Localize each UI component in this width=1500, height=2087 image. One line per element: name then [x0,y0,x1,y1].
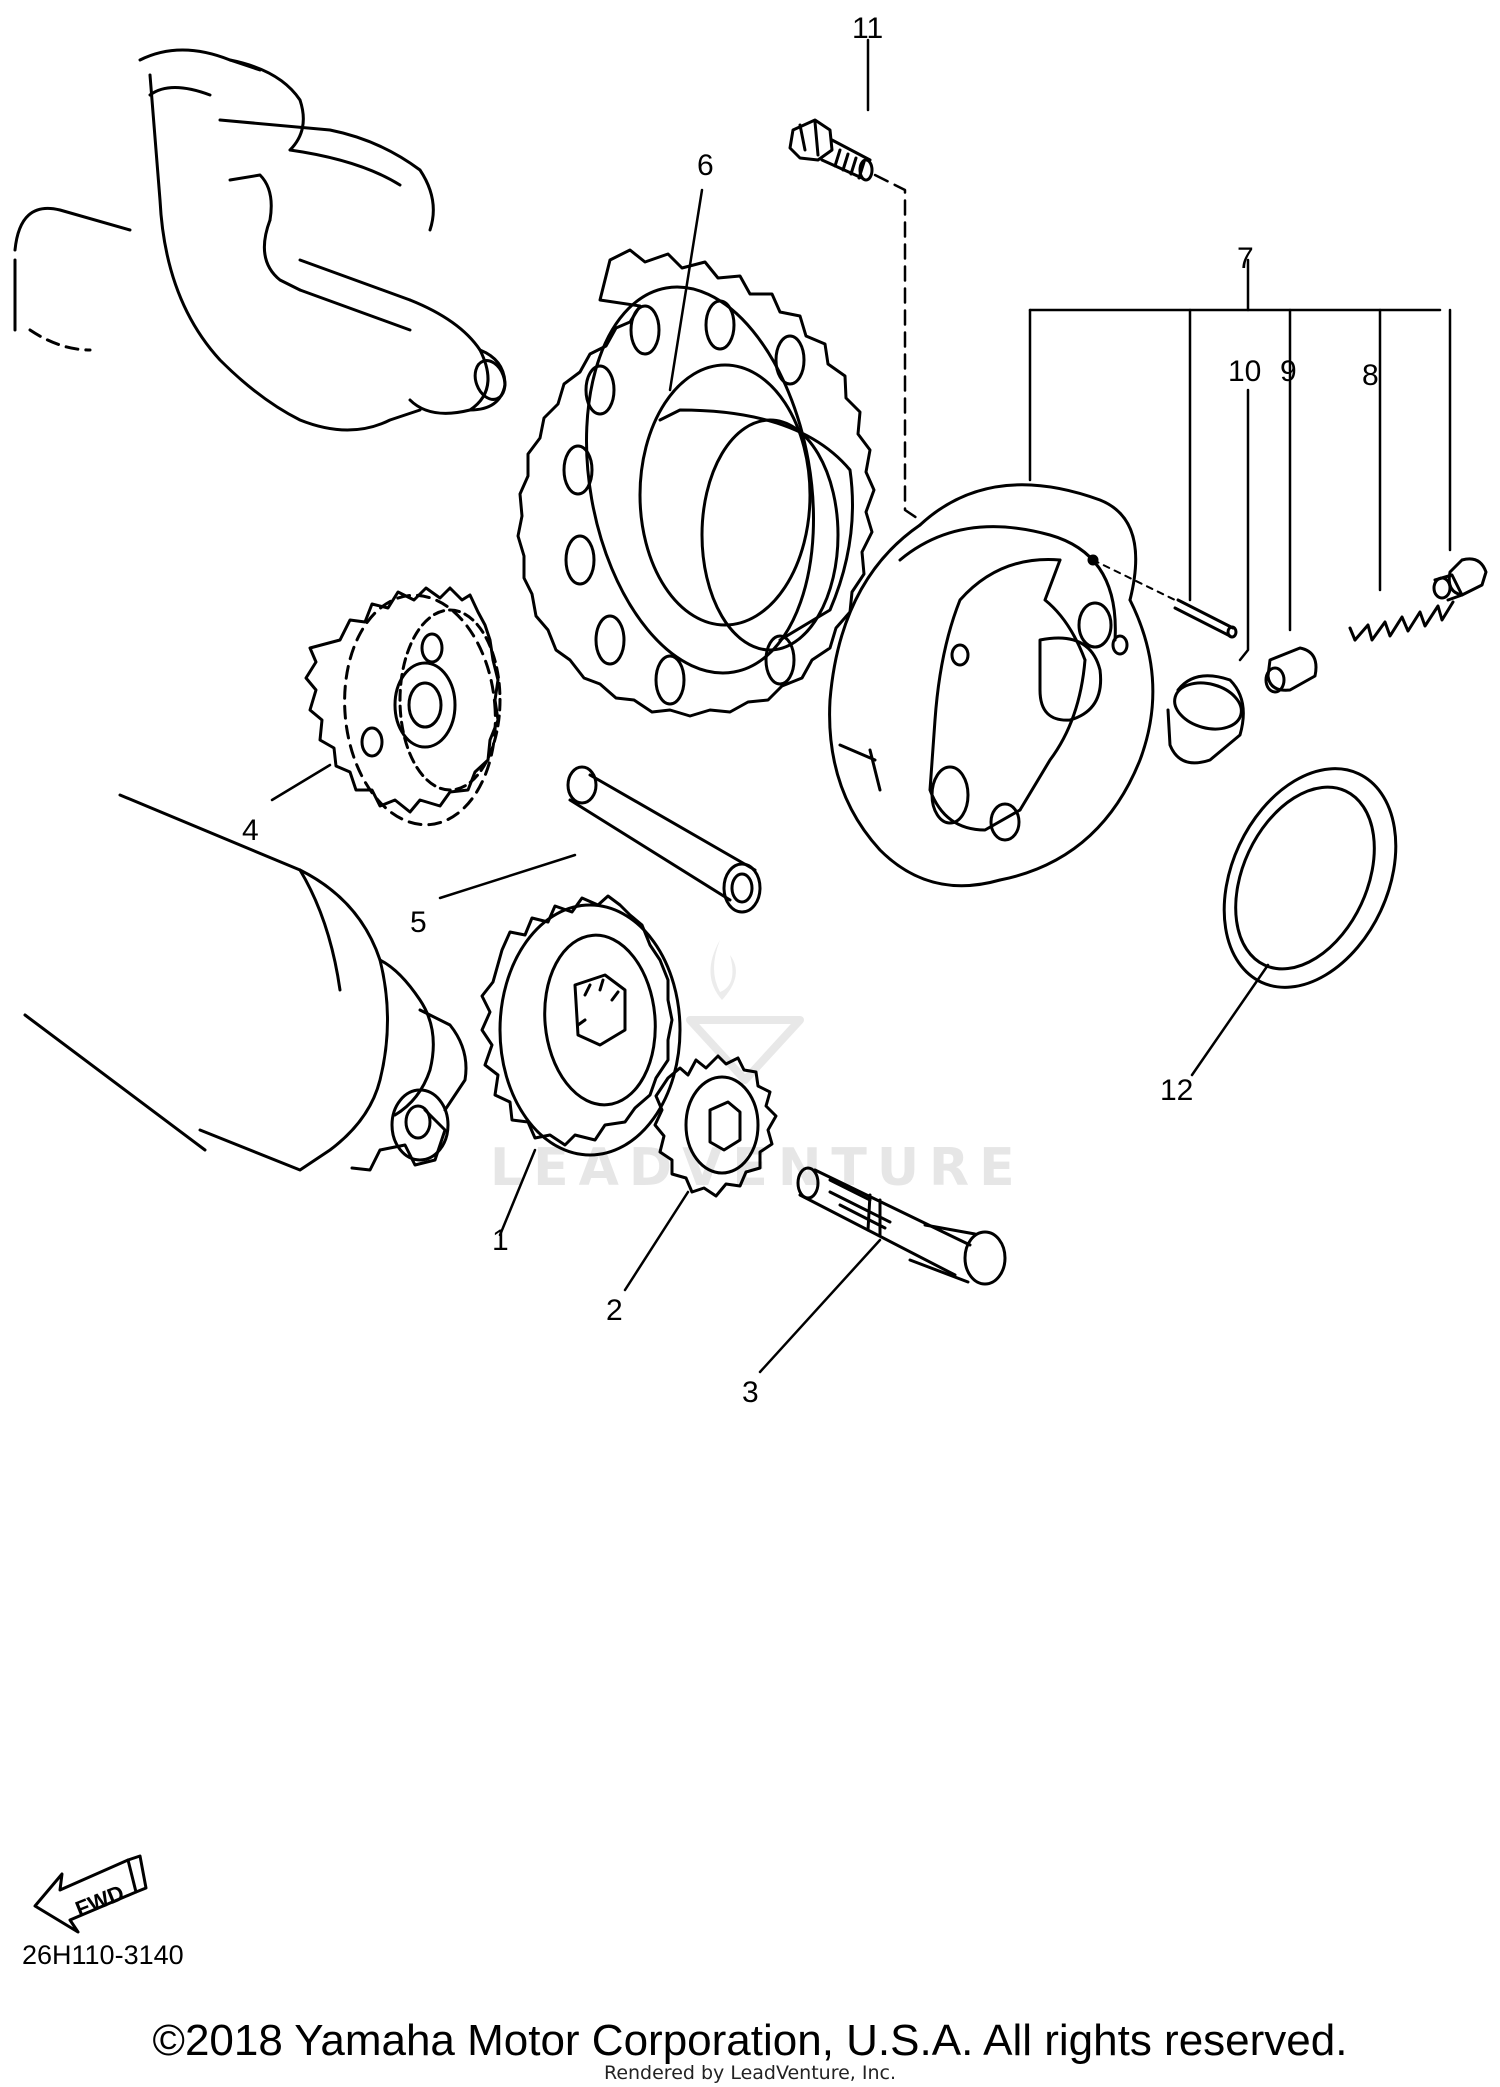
watermark-logo: LEADVENTURE [490,940,1015,1198]
callout-7: 7 [1237,242,1254,275]
roller-part [1166,674,1245,765]
callout-8: 8 [1362,359,1379,392]
fwd-label: FWD [72,1880,128,1922]
bolt-part-11 [788,118,922,522]
splined-shaft-part-3 [796,1166,1007,1286]
crankshaft-part [13,48,507,432]
callout-12: 12 [1160,1074,1193,1107]
wheel-gear-part-6 [516,248,876,718]
copyright-notice: ©2018 Yamaha Motor Corporation, U.S.A. A… [152,2016,1348,2065]
callout-labels: 1 2 3 4 5 6 7 8 9 10 11 12 [242,12,1379,1409]
idler-gear-part-4 [304,586,502,827]
callout-1: 1 [492,1224,509,1257]
callout-2: 2 [606,1294,623,1327]
small-gear-part-2 [653,1054,778,1198]
cap-part [1432,557,1488,602]
starter-motor-part [23,793,468,1172]
callout-9: 9 [1280,355,1297,388]
figure-code: 26H110-3140 [22,1940,184,1970]
leader-lines [270,38,1270,1374]
callout-10: 10 [1228,355,1261,388]
plunger-part-9 [1264,646,1318,694]
clutch-body-part [828,483,1155,888]
shaft-part-5 [566,765,762,914]
rendered-by-notice: Rendered by LeadVenture, Inc. [603,2062,897,2084]
reduction-gear-part-1 [480,894,682,1157]
spring-part-8 [1348,600,1455,642]
callout-5: 5 [410,906,427,939]
callout-4: 4 [242,814,259,847]
washer-part-12 [1222,767,1398,989]
callout-6: 6 [697,149,714,182]
callout-11: 11 [852,12,883,45]
fwd-arrow-icon: FWD [33,1854,148,1934]
callout-3: 3 [742,1376,759,1409]
callout-bracket-7 [1028,258,1452,662]
pin-part [1087,554,1238,639]
